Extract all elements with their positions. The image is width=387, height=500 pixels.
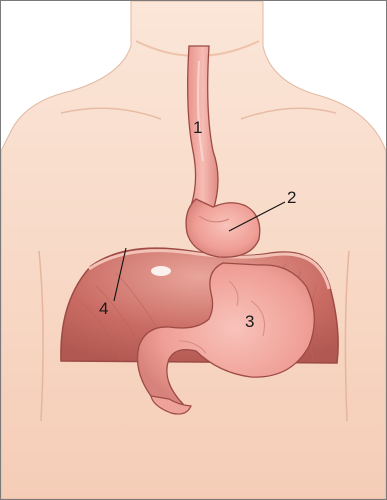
label-1: 1 xyxy=(193,118,202,137)
label-3: 3 xyxy=(245,312,254,331)
herniated-stomach xyxy=(186,199,260,257)
label-4: 4 xyxy=(99,299,108,318)
tendon-highlight xyxy=(151,266,171,276)
label-2: 2 xyxy=(287,188,296,207)
